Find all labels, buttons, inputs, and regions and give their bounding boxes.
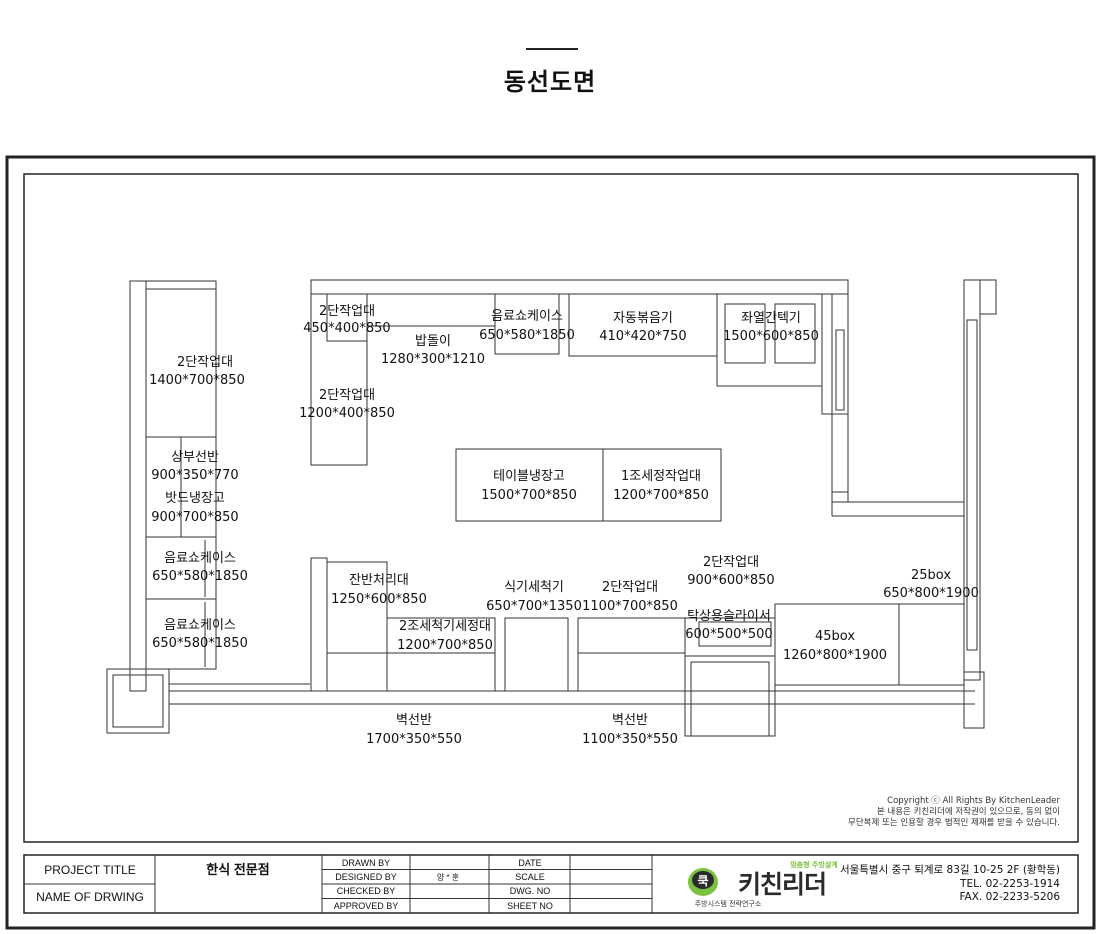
- company-address: 서울특별시 중구 퇴계로 83길 10-25 2F (황학동) TEL. 02-…: [840, 864, 1060, 905]
- address-fax: FAX. 02-2233-5206: [959, 891, 1060, 903]
- tb-scale: SCALE: [515, 872, 545, 882]
- column-mid: [684, 655, 776, 737]
- label-sink1-dim: 1200*700*850: [613, 488, 709, 503]
- label-l2dan-mid-dim: 1200*400*850: [299, 406, 395, 421]
- label-jadong-dim: 410*420*750: [599, 329, 686, 344]
- label-box45-name: 45box: [815, 629, 855, 644]
- drawing-frame: [23, 173, 1079, 843]
- tb-project-title-value: 한식 전문점: [206, 862, 269, 877]
- label-jwayeol-name: 좌열간텍기: [741, 311, 801, 326]
- label-l2dan-left-name: 2단작업대: [177, 355, 233, 370]
- plan-lines: [106, 279, 997, 737]
- copyright-notice: Copyright ⓒ All Rights By KitchenLeader …: [848, 796, 1060, 829]
- tb-sheet-no: SHEET NO: [507, 901, 553, 911]
- label-l2dan-small-name: 2단작업대: [319, 304, 375, 319]
- label-batdu-name: 밧드냉장고: [165, 491, 225, 506]
- outer-frame: [5, 155, 1096, 930]
- label-table-fridge-dim: 1500*700*850: [481, 488, 577, 503]
- tb-checked-by: CHECKED BY: [337, 886, 396, 896]
- tb-date: DATE: [518, 858, 541, 868]
- label-jwayeol-dim: 1500*600*850: [723, 329, 819, 344]
- label-shelf2-name: 벽선반: [612, 713, 648, 728]
- label-table-fridge-name: 테이블냉장고: [493, 469, 565, 484]
- label-shelf1-dim: 1700*350*550: [366, 732, 462, 747]
- label-shelf2-dim: 1100*350*550: [582, 732, 678, 747]
- header-rule: [526, 48, 578, 50]
- address-line: 서울특별시 중구 퇴계로 83길 10-25 2F (황학동): [839, 864, 1060, 876]
- logo-tagline: 맞춤형 주방설계: [790, 860, 838, 869]
- label-janban-name: 잔반처리대: [349, 573, 409, 588]
- label-box45-dim: 1260*800*1900: [783, 648, 887, 663]
- showcase-top: [494, 293, 560, 355]
- plan-labels: 2단작업대 1400*700*850 상부선반 900*350*770 밧드냉장…: [149, 304, 979, 747]
- logo-brand: 키친리더: [738, 870, 826, 899]
- label-slicer-name: 탁상용슬라이서: [687, 609, 771, 624]
- label-sangbu-dim: 900*350*770: [151, 468, 238, 483]
- label-sink2-name: 2조세척기세정대: [399, 619, 491, 634]
- label-eumryo2-dim: 650*580*1850: [152, 636, 248, 651]
- left-wall: [129, 280, 147, 692]
- tb-approved-by: APPROVED BY: [334, 901, 399, 911]
- label-eumryo-top-name: 음료쇼케이스: [491, 309, 563, 324]
- label-dishwasher-dim: 650*700*1350: [486, 599, 582, 614]
- tb-drawn-by: DRAWN BY: [342, 858, 390, 868]
- top-wall: [310, 279, 849, 295]
- label-bapdol-name: 밥돌이: [415, 334, 451, 349]
- label-shelf1-name: 벽선반: [396, 713, 432, 728]
- box45: [774, 603, 900, 686]
- logo-subtitle: 주방시스템 전략연구소: [695, 899, 762, 908]
- page-title: 동선도면: [503, 68, 597, 96]
- address-tel: TEL. 02-2253-1914: [960, 877, 1060, 890]
- label-bapdol-dim: 1280*300*1210: [381, 352, 485, 367]
- tb-project-title-label: PROJECT TITLE: [44, 863, 136, 877]
- right-wall: [963, 279, 981, 681]
- label-eumryo1-dim: 650*580*1850: [152, 569, 248, 584]
- title-block: PROJECT TITLE NAME OF DRWING 한식 전문점 DRAW…: [23, 854, 1079, 914]
- label-jadong-name: 자동볶음기: [613, 311, 673, 326]
- label-batdu-dim: 900*700*850: [151, 510, 238, 525]
- label-janban-dim: 1250*600*850: [331, 592, 427, 607]
- logo-mark-text: 쿡: [697, 874, 708, 888]
- label-dishwasher-name: 식기세척기: [504, 580, 564, 595]
- label-sink2-dim: 1200*700*850: [397, 638, 493, 653]
- label-l2dan-bot-dim: 1100*700*850: [582, 599, 678, 614]
- worktable-bot: [577, 617, 686, 692]
- label-l2dan-br-dim: 900*600*850: [687, 573, 774, 588]
- column-right: [963, 671, 985, 729]
- sink-table: [602, 448, 722, 522]
- tb-designed-by: DESIGNED BY: [335, 872, 397, 882]
- tb-dwg-no: DWG. NO: [510, 886, 551, 896]
- label-l2dan-mid-name: 2단작업대: [319, 388, 375, 403]
- left-counter: [310, 293, 368, 466]
- label-slicer-dim: 600*500*500: [685, 627, 772, 642]
- copyright-line-2: 본 내용은 키친리더에 저작권이 있으므로, 동의 없이: [876, 807, 1060, 817]
- table-fridge: [455, 448, 604, 522]
- label-eumryo1-name: 음료쇼케이스: [164, 551, 236, 566]
- copyright-line-3: 무단복제 또는 인용할 경우 법적인 제재를 받을 수 있습니다.: [848, 818, 1060, 828]
- label-box25-name: 25box: [911, 568, 951, 583]
- label-l2dan-br-name: 2단작업대: [703, 555, 759, 570]
- label-box25-dim: 650*800*1900: [883, 586, 979, 601]
- label-l2dan-left-dim: 1400*700*850: [149, 373, 245, 388]
- label-l2dan-small-dim: 450*400*850: [303, 321, 390, 336]
- left-top-cap: [145, 280, 217, 290]
- label-sink1-name: 1조세정작업대: [621, 469, 701, 484]
- label-l2dan-bot-name: 2단작업대: [602, 580, 658, 595]
- showcase-2: [145, 598, 217, 670]
- label-sangbu-name: 상부선반: [171, 450, 219, 465]
- tb-designer-name: 양 * 훈: [437, 872, 459, 882]
- kitchenleader-logo: 쿡 맞춤형 주방설계 키친리더 주방시스템 전략연구소: [686, 858, 846, 912]
- dishwasher: [504, 617, 569, 692]
- box25: [898, 603, 965, 686]
- copyright-line-1: Copyright ⓒ All Rights By KitchenLeader: [887, 796, 1060, 806]
- column-bl: [106, 668, 170, 734]
- tb-name-label: NAME OF DRWING: [36, 890, 144, 904]
- label-eumryo-top-dim: 650*580*1850: [479, 328, 575, 343]
- label-eumryo2-name: 음료쇼케이스: [164, 618, 236, 633]
- logo-mark-icon: 쿡 맞춤형 주방설계 키친리더 주방시스템 전략연구소: [688, 860, 838, 908]
